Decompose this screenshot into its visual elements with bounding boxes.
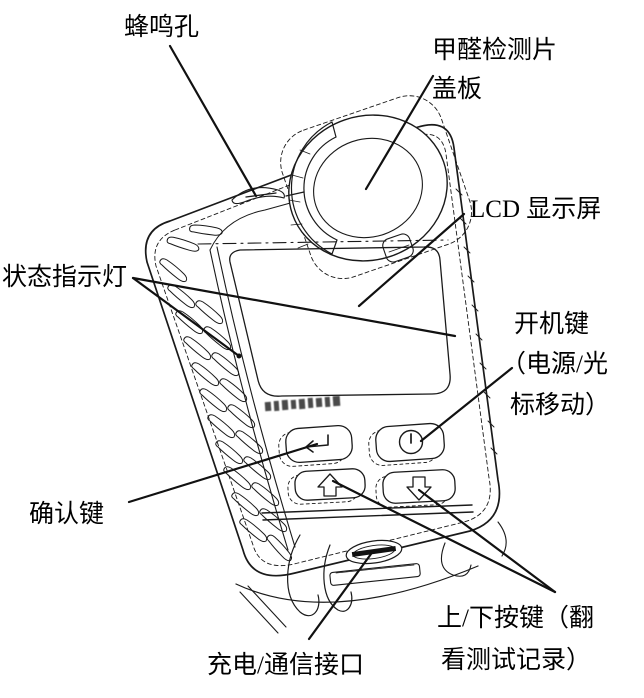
bottom-seam-lines <box>261 504 474 521</box>
status-line-end-dot <box>236 353 242 359</box>
foot-lines <box>239 585 287 634</box>
grip-boundary <box>209 246 296 551</box>
callout-line-confirm <box>127 442 319 504</box>
callout-line-power <box>419 366 514 443</box>
callout-line-down <box>417 488 557 594</box>
cover-inner-circle <box>313 137 423 239</box>
callout-line-up <box>331 479 557 594</box>
callout-label-buzzer: 蜂鸣孔 <box>124 14 200 41</box>
down-arrow-icon <box>406 476 432 501</box>
callout-line-status-right <box>131 276 457 338</box>
callout-label-updown-2: 看测试记录） <box>441 647 592 674</box>
callout-line-buzzer <box>168 44 258 198</box>
callout-line-lcd <box>357 212 466 308</box>
callout-label-power-1: 开机键 <box>514 311 590 338</box>
bottom-details <box>235 521 507 634</box>
brand-logo <box>264 395 341 412</box>
case-inner-dashed-line <box>154 133 491 567</box>
callout-line-status-left <box>131 276 241 358</box>
power-button-drawing <box>368 422 445 466</box>
callout-label-status: 状态指示灯 <box>2 264 128 291</box>
callout-line-cover <box>364 74 435 191</box>
buzzer-hole <box>231 187 305 205</box>
callout-label-power-2: （电源/光 <box>501 351 608 378</box>
usb-port-drawing <box>345 539 403 565</box>
cover-collar <box>290 121 338 255</box>
lcd-bezel <box>229 246 451 397</box>
callout-label-lcd: LCD 显示屏 <box>470 196 602 223</box>
lcd-top-dashdot <box>197 239 449 245</box>
callout-line-charge <box>307 552 373 641</box>
up-button-drawing <box>287 468 366 505</box>
callout-label-charge: 充电/通信接口 <box>207 652 364 679</box>
callout-label-power-3: 标移动） <box>510 392 611 419</box>
callout-label-confirm: 确认键 <box>29 501 105 528</box>
lcd-screen <box>197 239 451 397</box>
cover-collar-ticks <box>288 149 311 249</box>
top-face-line <box>209 201 295 251</box>
callout-label-cover-1: 甲醛检测片 <box>432 37 558 64</box>
bottom-lip-arc <box>235 565 479 603</box>
down-button-drawing <box>375 469 456 508</box>
test-sheet-cover <box>280 95 472 280</box>
power-icon <box>398 429 424 455</box>
up-arrow-icon <box>317 473 343 497</box>
callout-label-updown-1: 上/下按键（翻 <box>437 605 594 632</box>
cover-latch-line <box>388 244 410 253</box>
callout-leader-lines <box>127 44 557 641</box>
right-edge-texture <box>455 188 498 455</box>
strap-hook-left <box>287 534 353 617</box>
cover-latch <box>382 233 414 263</box>
callout-label-cover-2: 盖板 <box>432 76 483 103</box>
